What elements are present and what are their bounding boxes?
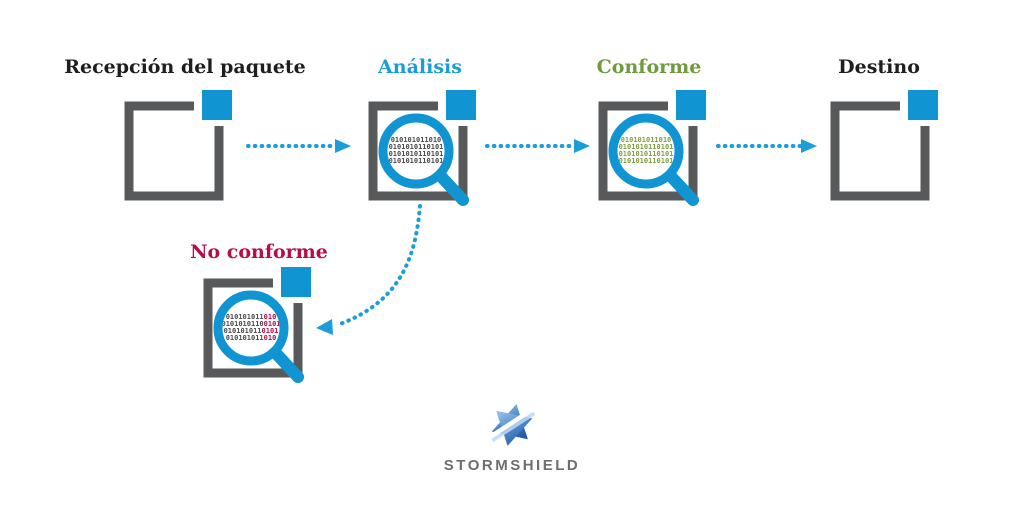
title-recepcion: Recepción del paquete: [64, 56, 306, 78]
svg-text:010101011010: 010101011010: [391, 136, 442, 144]
arrow-recepcion-to-analisis: [246, 139, 351, 153]
packet-box-icon: [203, 278, 303, 378]
node-conforme: 010101011010 0101010110101 0101010110101…: [598, 90, 706, 206]
title-destino: Destino: [838, 56, 920, 78]
logo-brand-text: STORMSHIELD: [443, 457, 581, 474]
packet-box-icon: [598, 101, 698, 201]
packet-square-icon: [281, 267, 311, 297]
node-analisis: 010101011010 0101010110101 0101010110101…: [368, 90, 476, 206]
title-no-conforme: No conforme: [190, 241, 328, 263]
node-destino: [830, 90, 938, 201]
title-analisis: Análisis: [378, 56, 462, 78]
packet-square-icon: [676, 90, 706, 120]
arrow-analisis-to-conforme: [485, 139, 590, 153]
magnifier-icon: 010101011010 01010101100101 010101011010…: [213, 290, 304, 383]
svg-text:010101011010: 010101011010: [226, 313, 277, 321]
svg-text:0101010110101: 0101010110101: [224, 327, 279, 335]
svg-text:010101011010: 010101011010: [226, 334, 277, 342]
stormshield-star-icon: [488, 404, 536, 446]
svg-text:0101010110101: 0101010110101: [389, 150, 444, 158]
packet-square-icon: [908, 90, 938, 120]
title-conforme: Conforme: [596, 56, 702, 78]
packet-box-icon: [830, 101, 930, 201]
packet-square-icon: [202, 90, 232, 120]
svg-text:0101010110101: 0101010110101: [389, 157, 444, 165]
svg-text:0101010110101: 0101010110101: [619, 150, 674, 158]
node-no-conforme: 010101011010 01010101100101 010101011010…: [203, 267, 311, 383]
packet-box-icon: [368, 101, 468, 201]
svg-text:010101011010: 010101011010: [621, 136, 672, 144]
packet-box-icon: [124, 101, 224, 201]
svg-text:01010101100101: 01010101100101: [221, 320, 280, 328]
svg-text:0101010110101: 0101010110101: [389, 143, 444, 151]
binary-data: 010101011010 0101010110101 0101010110101…: [389, 136, 444, 165]
binary-data: 010101011010 0101010110101 0101010110101…: [619, 136, 674, 165]
packet-square-icon: [446, 90, 476, 120]
binary-data: 010101011010 01010101100101 010101011010…: [221, 313, 280, 342]
svg-text:0101010110101: 0101010110101: [619, 143, 674, 151]
arrow-conforme-to-destino: [716, 139, 817, 153]
svg-text:0101010110101: 0101010110101: [619, 157, 674, 165]
node-recepcion: [124, 90, 232, 201]
magnifier-icon: 010101011010 0101010110101 0101010110101…: [378, 113, 469, 206]
stormshield-logo: STORMSHIELD: [412, 400, 612, 474]
magnifier-icon: 010101011010 0101010110101 0101010110101…: [608, 113, 699, 206]
